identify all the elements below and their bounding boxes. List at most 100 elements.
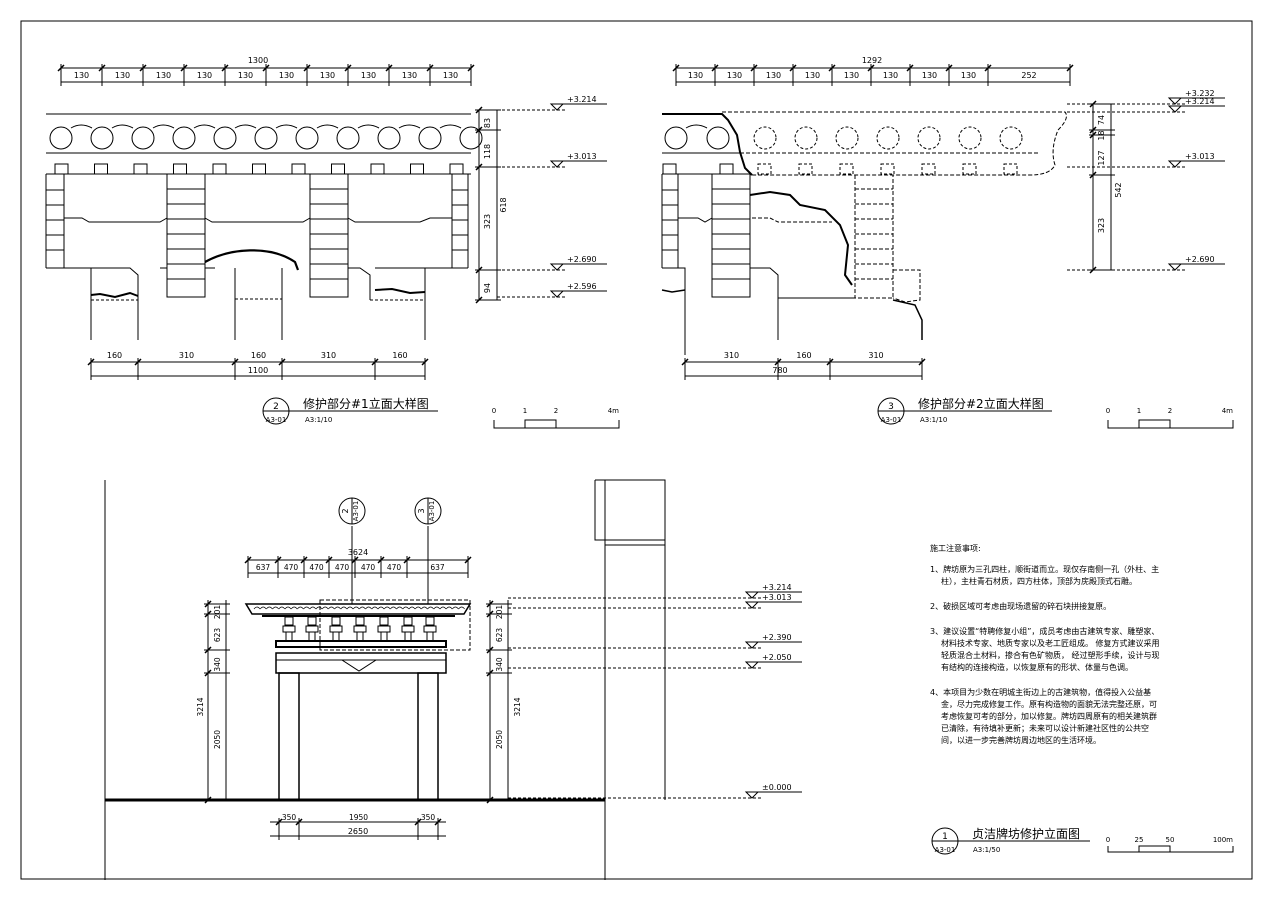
- main-left-dim-1: 623: [213, 628, 222, 643]
- scale-a-label-1: 1: [523, 407, 527, 415]
- d2-top-dim-2: 130: [766, 71, 781, 80]
- d1-bot-dim-3: 310: [321, 351, 336, 360]
- notes-title: 施工注意事项:: [930, 544, 981, 553]
- scale-bar-b: [1107, 419, 1234, 429]
- scale-bar-c: [1107, 845, 1234, 853]
- d1-right-dim-3: 94: [483, 283, 492, 293]
- detail-2-elevation: [661, 64, 1225, 380]
- d2-top-dim-3: 130: [805, 71, 820, 80]
- scale-a-label-2: 2: [554, 407, 558, 415]
- d1-top-dim-2: 130: [156, 71, 171, 80]
- scale-b-label-0: 0: [1106, 407, 1110, 415]
- main-level-4: ±0.000: [762, 783, 792, 792]
- scale-c-label-0: 0: [1106, 836, 1110, 844]
- d1-top-dim-1: 130: [115, 71, 130, 80]
- d1-level-0: +3.214: [567, 95, 597, 104]
- d2-right-dim-0: 74: [1097, 115, 1106, 125]
- note-3: 3、建议设置“特聘修复小组”，成员考虑由古建筑专家、雕塑家、材料技术专家、地质专…: [930, 627, 1160, 672]
- d2-right-dim-2: 127: [1097, 150, 1106, 165]
- scale-b-label-1: 1: [1137, 407, 1141, 415]
- main-level-2: +2.390: [762, 633, 792, 642]
- main-callout-ref-1: A3-01: [428, 501, 436, 522]
- main-bot-dim-2: 350: [421, 813, 436, 822]
- scale-b-label-2: 2: [1168, 407, 1172, 415]
- main-top-dim-0: 637: [256, 563, 271, 572]
- main-title: 贞洁牌坊修护立面图: [972, 826, 1080, 841]
- d1-top-dim-6: 130: [320, 71, 335, 80]
- note-1: 1、牌坊原为三孔四柱，顺街道而立。现仅存南侧一孔（外柱、主柱），主柱青石材质，四…: [930, 565, 1160, 586]
- d1-right-dim-2: 323: [483, 214, 492, 229]
- d2-right-dim-3: 323: [1097, 218, 1106, 233]
- detail-2-top-total: 1292: [862, 56, 882, 65]
- main-num: 1: [942, 832, 948, 842]
- main-level-1: +3.013: [762, 593, 792, 602]
- d1-bot-dim-1: 310: [179, 351, 194, 360]
- d1-top-dim-0: 130: [74, 71, 89, 80]
- d1-top-dim-4: 130: [238, 71, 253, 80]
- d1-level-3: +2.596: [567, 282, 597, 291]
- detail-2-title: 修护部分#2立面大样图: [918, 396, 1044, 411]
- main-ref: A3-01: [935, 846, 956, 854]
- main-top-dim-1: 470: [284, 563, 299, 572]
- main-left-dim-0: 201: [213, 605, 222, 620]
- detail-2-right-dim-labels: 74 18 127 323 542: [1097, 115, 1123, 233]
- main-level-labels: +3.214+3.013 +2.390 +2.050 ±0.000: [762, 583, 792, 792]
- d2-level-1: +3.214: [1185, 97, 1215, 106]
- d2-bot-dim-0: 310: [724, 351, 739, 360]
- main-left-dim-2: 340: [213, 657, 222, 672]
- detail-2-ref: A3-01: [881, 416, 902, 424]
- d1-level-2: +2.690: [567, 255, 597, 264]
- main-bot-dim-1: 1950: [349, 813, 368, 822]
- detail-2-bottom-total: 780: [772, 366, 787, 375]
- scale-bar-a: [493, 419, 620, 429]
- d2-top-dim-8: 252: [1021, 71, 1036, 80]
- main-level-0: +3.214: [762, 583, 792, 592]
- main-right-dim-0: 201: [495, 605, 504, 620]
- main-top-total: 3624: [348, 548, 368, 557]
- main-right-dim-1: 623: [495, 628, 504, 643]
- d1-top-dim-9: 130: [443, 71, 458, 80]
- main-top-dim-3: 470: [335, 563, 350, 572]
- scale-c-label-1: 25: [1135, 836, 1144, 844]
- d1-level-1: +3.013: [567, 152, 597, 161]
- d2-right-total: 542: [1114, 182, 1123, 197]
- d2-right-dim-1: 18: [1097, 130, 1106, 140]
- note-2: 2、破损区域可考虑由现场遗留的碎石块拼接复原。: [930, 602, 1112, 611]
- detail-1-ref: A3-01: [266, 416, 287, 424]
- main-right-dim-3: 2050: [495, 730, 504, 749]
- detail-1-top-total: 1300: [248, 56, 268, 65]
- main-bottom-total: 2650: [348, 827, 368, 836]
- d1-right-total: 618: [499, 197, 508, 212]
- scale-a-label-3: 4m: [608, 407, 619, 415]
- main-right-total: 3214: [513, 697, 522, 716]
- detail-2-level-labels: +3.232+3.214+3.013+2.690: [1185, 89, 1215, 264]
- d2-bot-dim-2: 310: [868, 351, 883, 360]
- main-scale: A3:1/50: [973, 846, 1000, 854]
- detail-1-level-labels: +3.214 +3.013 +2.690 +2.596: [567, 95, 597, 291]
- d1-top-dim-7: 130: [361, 71, 376, 80]
- detail-1-bottom-total: 1100: [248, 366, 268, 375]
- d1-top-dim-8: 130: [402, 71, 417, 80]
- d1-right-dim-0: 83: [483, 118, 492, 128]
- d2-top-dim-4: 130: [844, 71, 859, 80]
- main-title-block: 1 A3-01 贞洁牌坊修护立面图 A3:1/50: [931, 826, 1090, 855]
- detail-1-num: 2: [273, 402, 279, 412]
- detail-2-num: 3: [888, 402, 894, 412]
- d2-top-dim-0: 130: [688, 71, 703, 80]
- scale-a-label-0: 0: [492, 407, 496, 415]
- d1-top-dim-5: 130: [279, 71, 294, 80]
- detail-1-elevation: [45, 64, 607, 380]
- d1-bot-dim-4: 160: [392, 351, 407, 360]
- main-callout-num-1: 3: [417, 508, 426, 513]
- detail-1-scale: A3:1/10: [305, 416, 332, 424]
- main-right-dim-2: 340: [495, 657, 504, 672]
- d2-top-dim-5: 130: [883, 71, 898, 80]
- main-level-3: +2.050: [762, 653, 792, 662]
- d1-bot-dim-0: 160: [107, 351, 122, 360]
- d2-top-dim-1: 130: [727, 71, 742, 80]
